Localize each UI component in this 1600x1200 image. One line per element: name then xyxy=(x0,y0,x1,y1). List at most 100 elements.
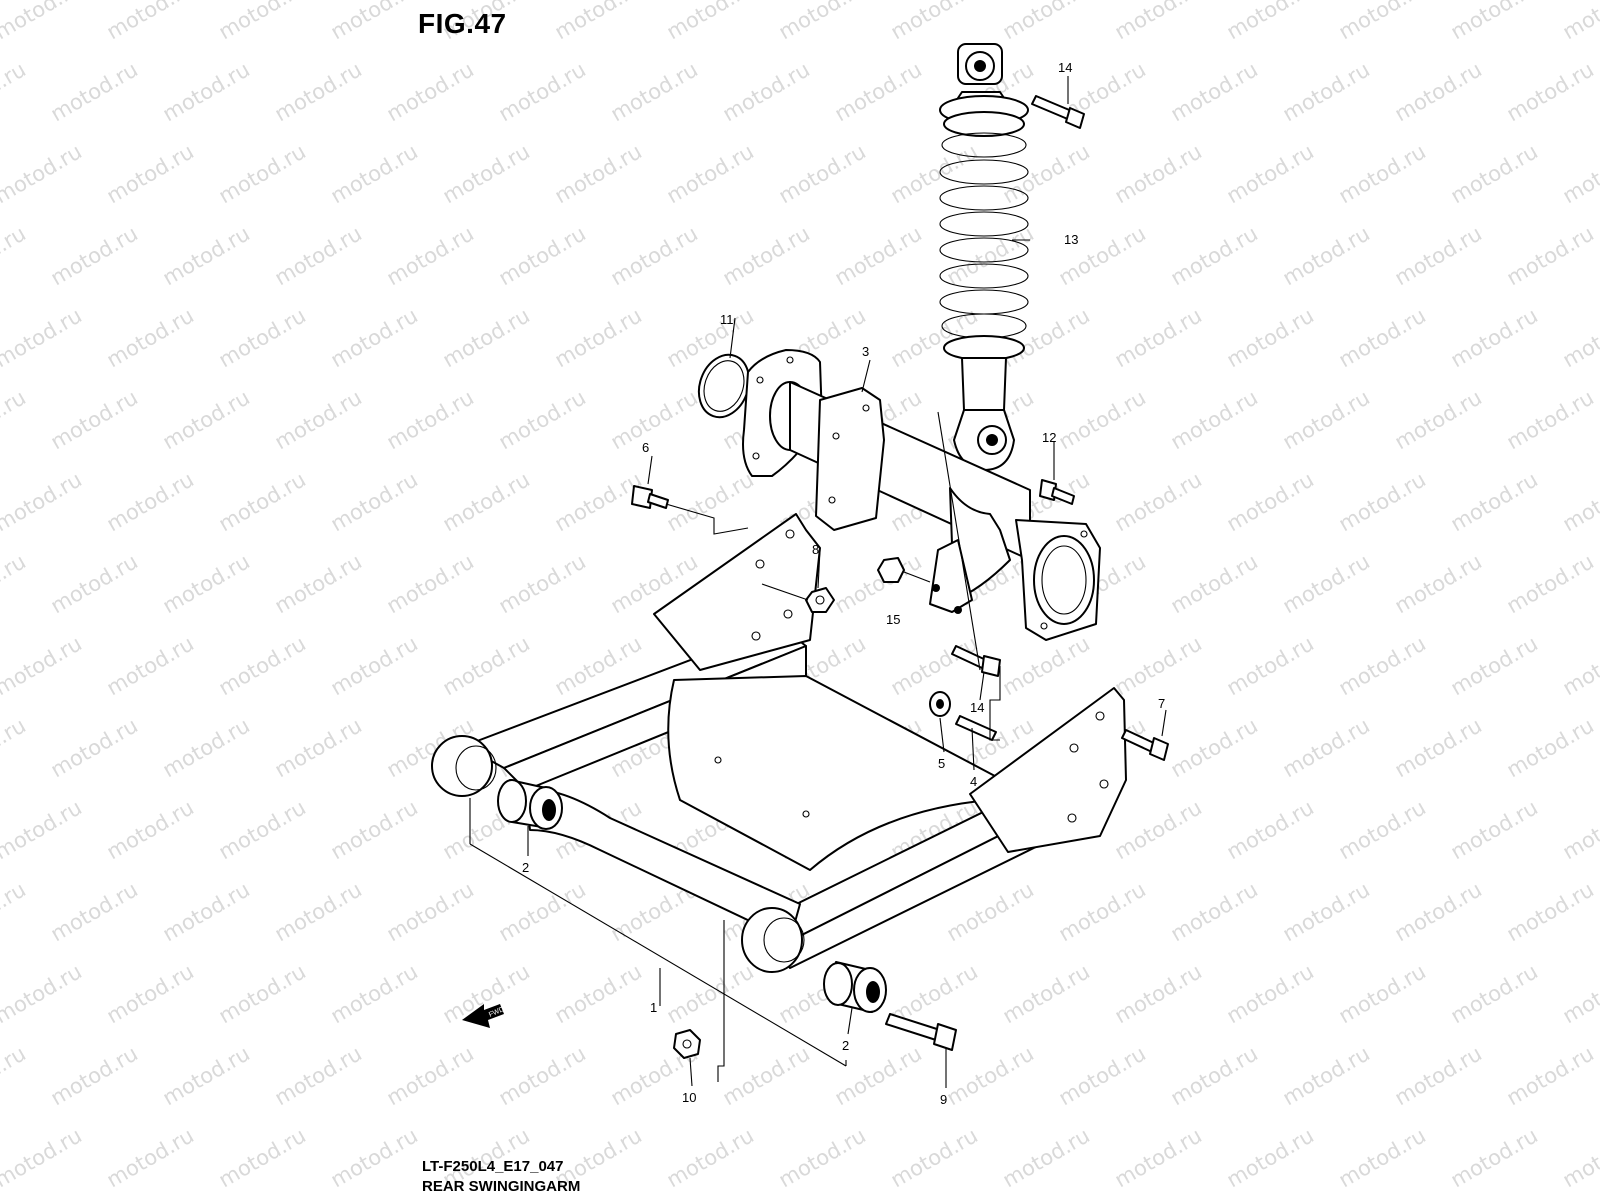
watermark-text: motod.ru xyxy=(1391,877,1486,946)
watermark-text: motod.ru xyxy=(1167,713,1262,782)
watermark-text: motod.ru xyxy=(1447,1123,1542,1192)
watermark-text: motod.ru xyxy=(1447,795,1542,864)
watermark-text: motod.ru xyxy=(383,549,478,618)
watermark-text: motod.ru xyxy=(1111,303,1206,372)
rear-swingarm xyxy=(431,513,1127,973)
watermark-text: motod.ru xyxy=(1335,303,1430,372)
watermark-text: motod.ru xyxy=(215,631,310,700)
watermark-text: motod.ru xyxy=(999,959,1094,1028)
diagram-code: LT-F250L4_E17_047 xyxy=(422,1158,564,1175)
watermark-text: motod.ru xyxy=(1559,1123,1600,1192)
watermark-text: motod.ru xyxy=(1447,0,1542,44)
watermark-text: motod.ru xyxy=(1223,795,1318,864)
watermark-text: motod.ru xyxy=(215,139,310,208)
callout-2b: 2 xyxy=(842,1038,849,1053)
bolt-14-upper xyxy=(1031,95,1085,129)
watermark-text: motod.ru xyxy=(775,1123,870,1192)
callout-10: 10 xyxy=(682,1090,696,1105)
washer-5 xyxy=(929,691,951,717)
bolt-12 xyxy=(1039,479,1075,505)
watermark-text: motod.ru xyxy=(1391,713,1486,782)
watermark-text: motod.ru xyxy=(1111,959,1206,1028)
watermark-text: motod.ru xyxy=(719,1041,814,1110)
watermark-text: motod.ru xyxy=(47,1041,142,1110)
watermark-text: motod.ru xyxy=(159,1041,254,1110)
watermark-text: motod.ru xyxy=(439,303,534,372)
watermark-text: motod.ru xyxy=(607,57,702,126)
watermark-text: motod.ru xyxy=(495,877,590,946)
watermark-text: motod.ru xyxy=(271,57,366,126)
watermark-text: motod.ru xyxy=(383,385,478,454)
watermark-text: motod.ru xyxy=(215,467,310,536)
bushing-right xyxy=(823,961,887,1013)
watermark-text: motod.ru xyxy=(1335,467,1430,536)
watermark-text: motod.ru xyxy=(663,959,758,1028)
watermark-text: motod.ru xyxy=(1223,303,1318,372)
watermark-text: motod.ru xyxy=(1335,0,1430,44)
watermark-text: motod.ru xyxy=(1279,549,1374,618)
watermark-text: motod.ru xyxy=(1391,1041,1486,1110)
watermark-text: motod.ru xyxy=(215,303,310,372)
watermark-text: motod.ru xyxy=(0,0,86,44)
watermark-text: motod.ru xyxy=(1559,0,1600,44)
watermark-text: motod.ru xyxy=(1503,1041,1598,1110)
watermark-text: motod.ru xyxy=(1279,57,1374,126)
watermark-text: motod.ru xyxy=(1055,1041,1150,1110)
callout-15: 15 xyxy=(886,612,900,627)
watermark-text: motod.ru xyxy=(1559,467,1600,536)
watermark-text: motod.ru xyxy=(1559,303,1600,372)
watermark-text: motod.ru xyxy=(1167,57,1262,126)
watermark-text: motod.ru xyxy=(383,1041,478,1110)
watermark-text: motod.ru xyxy=(887,1123,982,1192)
callout-4: 4 xyxy=(970,774,977,789)
diagram-name: REAR SWINGINGARM xyxy=(422,1178,581,1195)
watermark-text: motod.ru xyxy=(1559,795,1600,864)
watermark-text: motod.ru xyxy=(103,0,198,44)
watermark-text: motod.ru xyxy=(0,467,86,536)
pivot-bolt-9 xyxy=(885,1013,957,1051)
watermark-text: motod.ru xyxy=(1111,467,1206,536)
callout-3: 3 xyxy=(862,344,869,359)
watermark-text: motod.ru xyxy=(327,303,422,372)
watermark-text: motod.ru xyxy=(1279,221,1374,290)
watermark-text: motod.ru xyxy=(831,221,926,290)
watermark-text: motod.ru xyxy=(719,221,814,290)
watermark-text: motod.ru xyxy=(103,303,198,372)
figure-title: FIG.47 xyxy=(418,8,507,39)
watermark-text: motod.ru xyxy=(775,139,870,208)
watermark-text: motod.ru xyxy=(1223,959,1318,1028)
watermark-text: motod.ru xyxy=(607,221,702,290)
watermark-text: motod.ru xyxy=(495,1041,590,1110)
watermark-text: motod.ru xyxy=(47,57,142,126)
callout-9: 9 xyxy=(940,1092,947,1107)
watermark-text: motod.ru xyxy=(1503,713,1598,782)
watermark-text: motod.ru xyxy=(327,467,422,536)
watermark-text: motod.ru xyxy=(1055,877,1150,946)
leader-lines xyxy=(469,76,1167,1088)
watermark-text: motod.ru xyxy=(663,1123,758,1192)
watermark-text: motod.ru xyxy=(887,139,982,208)
watermark-text: motod.ru xyxy=(215,795,310,864)
watermark-text: motod.ru xyxy=(1167,877,1262,946)
watermark-text: motod.ru xyxy=(327,1123,422,1192)
watermark-text: motod.ru xyxy=(0,1041,30,1110)
watermark-text: motod.ru xyxy=(1559,959,1600,1028)
watermark-text: motod.ru xyxy=(159,549,254,618)
watermark-text: motod.ru xyxy=(1503,549,1598,618)
watermark-text: motod.ru xyxy=(1559,139,1600,208)
watermark-text: motod.ru xyxy=(47,713,142,782)
watermark-text: motod.ru xyxy=(47,385,142,454)
nut-10 xyxy=(673,1029,701,1059)
bolt-7 xyxy=(1121,729,1169,761)
watermark-text: motod.ru xyxy=(551,139,646,208)
watermark-text: motod.ru xyxy=(831,549,926,618)
watermark-text: motod.ru xyxy=(327,959,422,1028)
watermark-text: motod.ru xyxy=(271,713,366,782)
callouts: 1 2 2 3 4 5 6 7 8 9 10 11 12 13 14 14 15 xyxy=(522,60,1165,1107)
watermark-text: motod.ru xyxy=(215,1123,310,1192)
bolt-6 xyxy=(631,485,669,509)
watermark-text: motod.ru xyxy=(327,0,422,44)
watermark-text: motod.ru xyxy=(0,303,86,372)
watermark-text: motod.ru xyxy=(103,467,198,536)
watermark-text: motod.ru xyxy=(103,959,198,1028)
